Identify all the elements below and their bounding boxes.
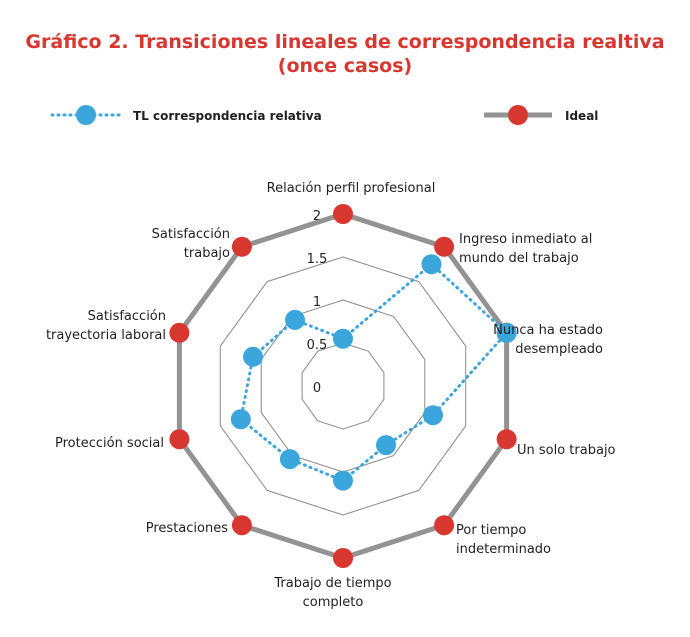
- legend-tl-label: TL correspondencia relativa: [133, 109, 322, 123]
- tick-label: 1: [313, 295, 321, 310]
- category-label: Protección social: [55, 436, 164, 451]
- legend-ideal-marker: [508, 105, 528, 125]
- legend-tl-marker: [76, 105, 96, 125]
- tl-point: [279, 449, 300, 470]
- category-label-line: Satisfacción: [152, 227, 230, 242]
- tick-label: 1.5: [307, 252, 328, 267]
- tl-point: [333, 328, 353, 349]
- category-label-line: indeterminado: [456, 542, 551, 557]
- chart-title-line: Gráfico 2. Transiciones lineales de corr…: [25, 31, 665, 53]
- category-label-line: Relación perfil profesional: [267, 181, 436, 196]
- category-label: Prestaciones: [146, 521, 228, 536]
- category-label-line: Por tiempo: [456, 523, 526, 538]
- tl-point: [423, 405, 443, 426]
- ideal-point: [169, 322, 190, 343]
- tl-point: [421, 254, 442, 275]
- category-label: Ingreso inmediato al mundo del trabajo: [459, 232, 592, 266]
- tl-point: [285, 309, 305, 330]
- category-label-line: trabajo: [184, 246, 230, 261]
- ideal-point: [496, 429, 517, 450]
- tl-line: [239, 262, 509, 483]
- category-label-line: Trabajo de tiempo: [273, 576, 391, 591]
- category-label-line: mundo del trabajo: [459, 251, 579, 266]
- category-label-line: completo: [303, 595, 364, 610]
- tick-label: 2: [313, 209, 321, 224]
- category-label-line: Ingreso inmediato al: [459, 232, 592, 247]
- ideal-point: [231, 236, 252, 257]
- ideal-point: [434, 236, 455, 257]
- category-label-line: Satisfacción: [88, 309, 166, 324]
- ideal-point: [169, 429, 190, 450]
- chart-subtitle: (once casos): [277, 55, 413, 77]
- legend-ideal-label: Ideal: [565, 109, 598, 123]
- category-label: Satisfacción trabajo: [152, 227, 230, 261]
- category-label: Por tiempo indeterminado: [456, 523, 551, 557]
- category-label-line: Un solo trabajo: [517, 443, 616, 458]
- ideal-point: [333, 548, 353, 568]
- grid-ring: [260, 299, 426, 473]
- category-label: Nunca ha estado desempleado: [493, 323, 603, 357]
- grid-ring: [301, 342, 385, 430]
- category-label-line: Protección social: [55, 436, 164, 451]
- ideal-point: [434, 515, 455, 536]
- ideal-point: [231, 515, 252, 536]
- category-label-line: Prestaciones: [146, 521, 228, 536]
- grid-ring: [219, 256, 467, 516]
- chart-title: Gráfico 2. Transiciones lineales de corr…: [0, 30, 690, 78]
- tick-label: 0.5: [307, 338, 328, 353]
- tl-point: [243, 346, 263, 367]
- category-label-line: desempleado: [515, 342, 603, 357]
- category-label-line: trayectoria laboral: [46, 328, 166, 343]
- tl-point: [376, 435, 396, 456]
- category-label: Trabajo de tiempo completo: [273, 576, 391, 610]
- tl-point: [496, 322, 517, 343]
- tl-point: [230, 409, 251, 430]
- category-label: Relación perfil profesional: [267, 181, 436, 196]
- category-label: Satisfacción trayectoria laboral: [46, 309, 166, 343]
- ideal-point: [333, 204, 353, 224]
- tick-label: 0: [313, 381, 321, 396]
- tl-point: [333, 470, 353, 491]
- category-label-line: Nunca ha estado: [493, 323, 603, 338]
- category-label: Un solo trabajo: [517, 443, 616, 458]
